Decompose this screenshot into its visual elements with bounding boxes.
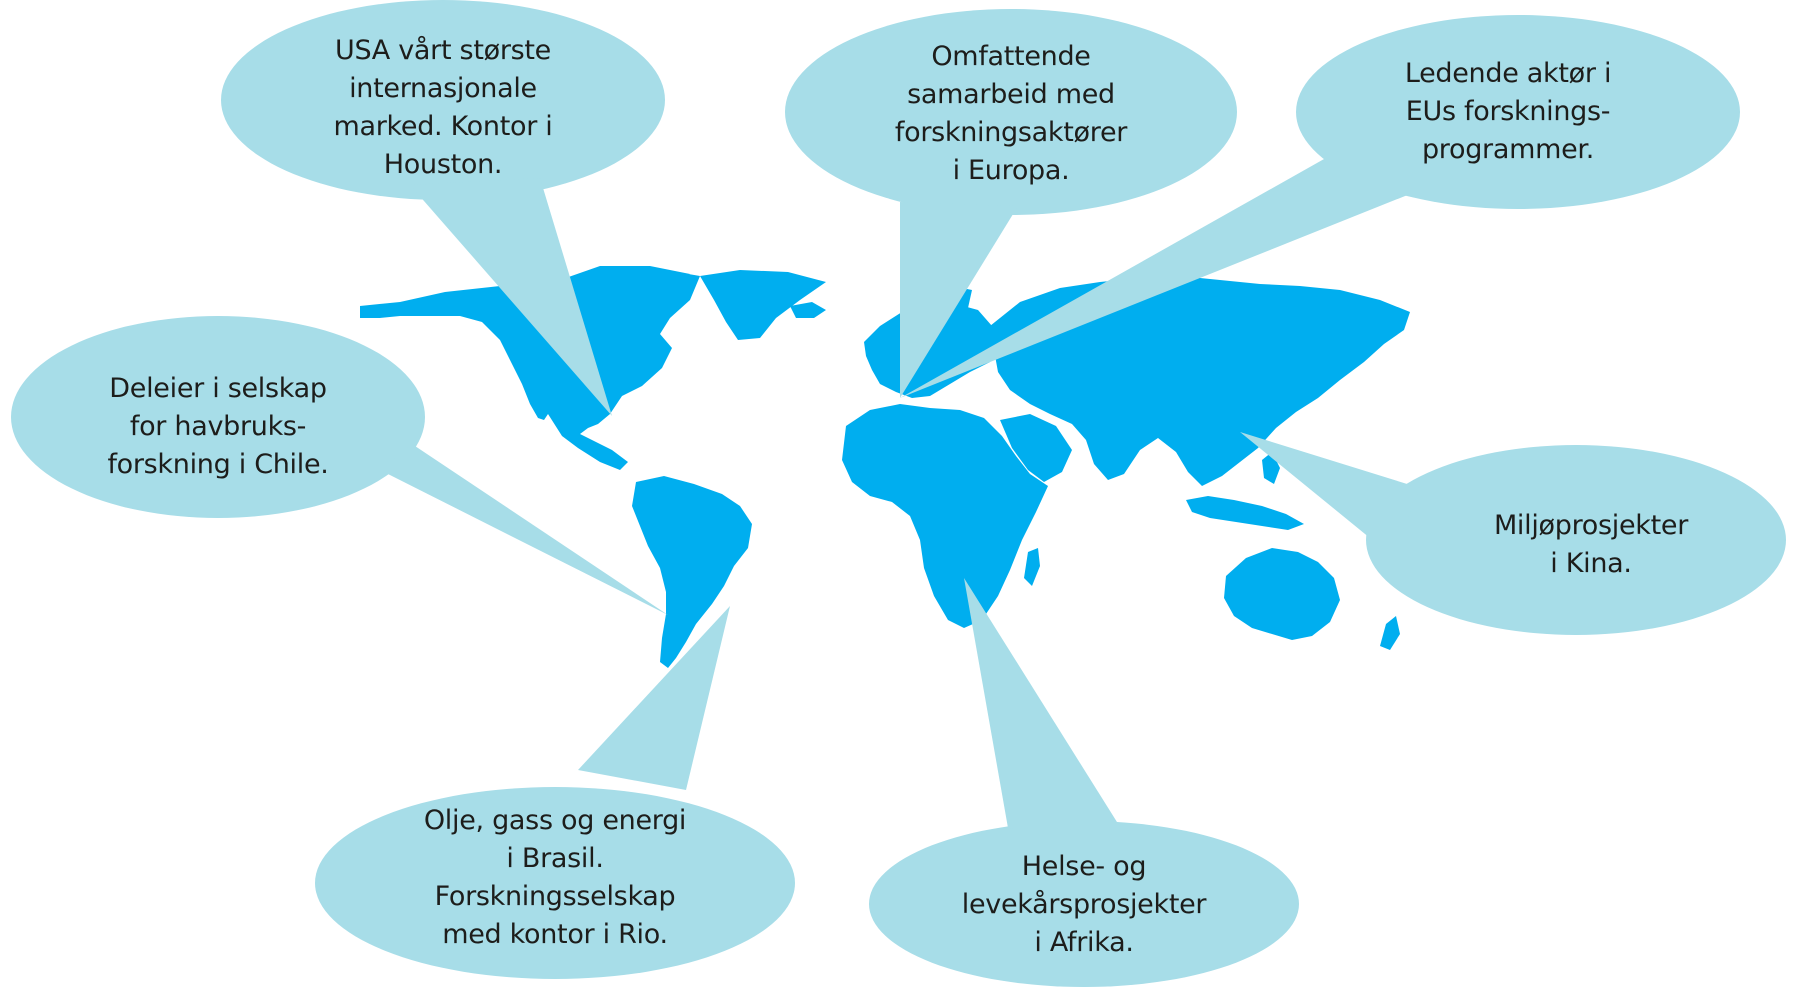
island-new-zealand: [1380, 616, 1400, 650]
callout-brazil-pointer: [578, 606, 730, 790]
continent-europe: [864, 304, 1000, 398]
callout-line: marked. Kontor i: [333, 111, 553, 142]
continent-asia: [990, 276, 1410, 486]
callout-europe: [785, 9, 1237, 398]
callout-usa-bubble: [221, 0, 665, 200]
callout-line: i Europa.: [952, 155, 1070, 186]
callout-line: samarbeid med: [907, 79, 1115, 110]
callout-chile-text: Deleier i selskap for havbruks- forsknin…: [68, 362, 368, 492]
callout-usa: [221, 0, 665, 416]
continent-australia: [1224, 548, 1340, 640]
callout-eu: [900, 15, 1740, 398]
island-iceland: [790, 302, 826, 318]
callout-africa-bubble: [869, 821, 1299, 987]
island-japan: [1290, 362, 1318, 404]
continent-north-america: [360, 270, 700, 470]
callout-line: i Afrika.: [1034, 927, 1134, 958]
callout-brazil: [315, 606, 795, 979]
callout-line: Ledende aktør i: [1404, 58, 1612, 89]
callout-china-text: Miljøprosjekter i Kina.: [1446, 500, 1736, 590]
islands-southeast-asia: [1186, 496, 1304, 530]
continent-greenland: [700, 270, 826, 340]
callout-line: EUs forsknings-: [1405, 96, 1611, 127]
callout-line: i Brasil.: [506, 843, 604, 874]
callout-line: i Kina.: [1550, 548, 1632, 579]
callout-eu-bubble: [1296, 15, 1740, 209]
callout-africa-text: Helse- og levekårsprosjekter i Afrika.: [934, 840, 1234, 970]
callout-chile: [11, 316, 668, 615]
callout-china-bubble: [1366, 445, 1786, 635]
continent-south-america: [632, 476, 752, 668]
callout-europe-bubble: [785, 9, 1237, 215]
callout-line: forskning i Chile.: [107, 449, 329, 480]
callout-line: Helse- og: [1021, 851, 1147, 882]
peninsula-arabia: [1000, 414, 1072, 482]
callout-eu-pointer: [900, 150, 1420, 398]
callout-europe-text: Omfattende samarbeid med forskningsaktør…: [851, 24, 1171, 204]
callout-line: USA vårt største: [335, 35, 551, 66]
callout-eu-text: Ledende aktør i EUs forsknings- programm…: [1348, 42, 1668, 182]
callout-chile-pointer: [380, 444, 668, 615]
callout-china-pointer: [1240, 432, 1420, 556]
callout-africa: [869, 578, 1299, 987]
callout-line: Olje, gass og energi: [423, 805, 687, 836]
continent-africa: [842, 404, 1048, 628]
callout-brazil-text: Olje, gass og energi i Brasil. Forskning…: [395, 788, 715, 968]
callout-line: for havbruks-: [129, 411, 307, 442]
continent-arctic-islands: [560, 266, 690, 294]
island-madagascar: [1024, 548, 1040, 586]
callout-line: Deleier i selskap: [109, 373, 327, 404]
callout-line: Omfattende: [931, 41, 1091, 72]
callout-line: med kontor i Rio.: [442, 919, 668, 950]
callout-line: programmer.: [1421, 134, 1595, 165]
island-britain: [880, 330, 898, 358]
callout-line: Houston.: [383, 149, 503, 180]
callout-line: internasjonale: [349, 73, 537, 104]
callout-usa-text: USA vårt største internasjonale marked. …: [283, 18, 603, 198]
callout-china: [1240, 432, 1786, 635]
callout-line: Miljøprosjekter: [1493, 510, 1689, 541]
callout-line: forskningsaktører: [894, 117, 1128, 148]
callout-brazil-bubble: [315, 787, 795, 979]
world-map: [360, 266, 1410, 668]
callout-line: levekårsprosjekter: [961, 889, 1207, 920]
callout-usa-pointer: [410, 178, 612, 416]
callout-europe-pointer: [900, 202, 1018, 398]
callout-africa-pointer: [964, 578, 1122, 830]
callout-chile-bubble: [11, 316, 425, 518]
callout-line: Forskningsselskap: [434, 881, 676, 912]
